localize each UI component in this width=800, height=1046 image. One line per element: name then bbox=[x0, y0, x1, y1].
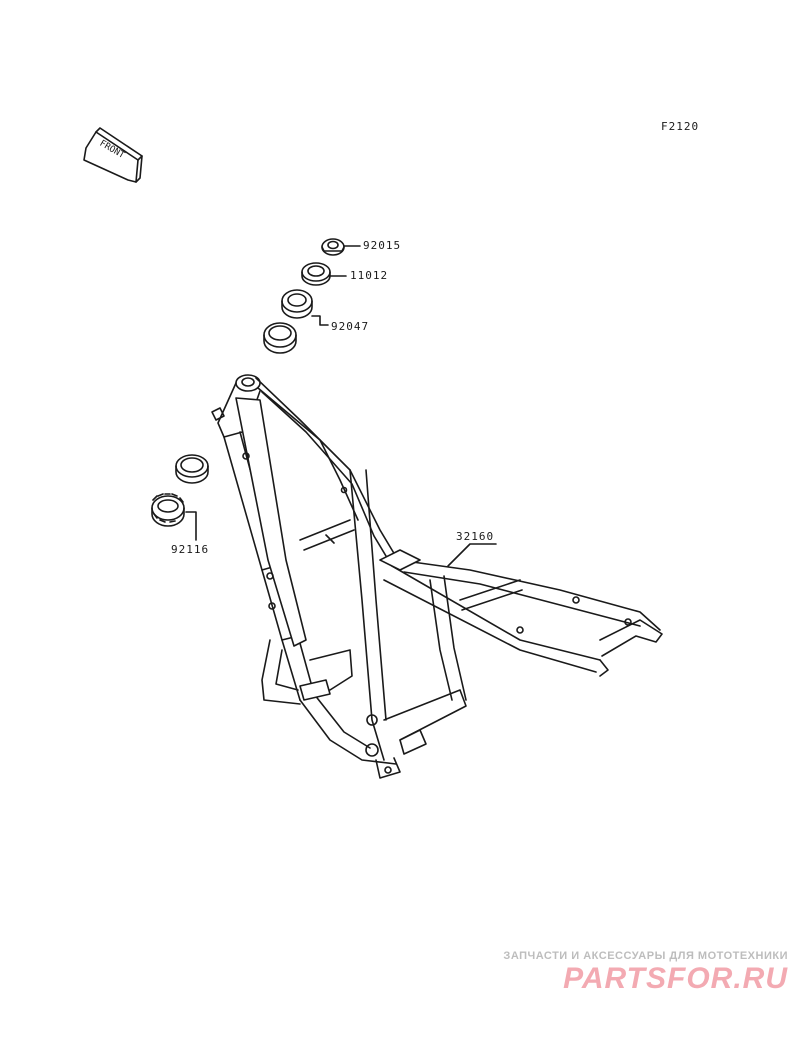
diagram-code: F2120 bbox=[661, 120, 700, 133]
part-92116-bearing bbox=[151, 454, 209, 541]
watermark-brand: PARTSFOR.RU bbox=[563, 962, 788, 995]
part-number-92116: 92116 bbox=[171, 543, 210, 556]
part-92047-races bbox=[263, 289, 329, 354]
watermark-tagline: ЗАПЧАСТИ И АКСЕССУАРЫ ДЛЯ МОТОТЕХНИКИ bbox=[503, 950, 788, 962]
part-number-92047: 92047 bbox=[331, 320, 370, 333]
part-92015-nut bbox=[321, 238, 361, 256]
part-number-11012: 11012 bbox=[350, 269, 389, 282]
part-32160-frame bbox=[211, 374, 663, 779]
part-number-32160: 32160 bbox=[456, 530, 495, 543]
part-number-92015: 92015 bbox=[363, 239, 402, 252]
part-11012-washer bbox=[301, 262, 347, 286]
front-arrow-icon: FRONT bbox=[83, 127, 143, 183]
